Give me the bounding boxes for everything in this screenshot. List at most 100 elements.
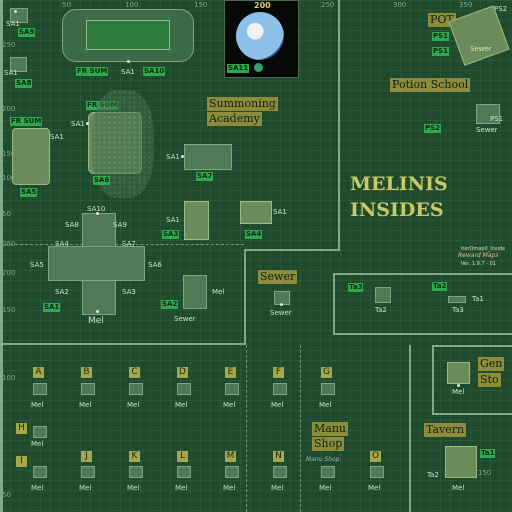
map-title-line2: INSIDES	[350, 199, 444, 221]
axis-tick: 150	[2, 150, 16, 158]
room-f[interactable]	[273, 383, 287, 395]
label-ta2: Ta2	[375, 306, 387, 314]
room-letter-k: K	[129, 451, 140, 462]
label-sewer: Sewer	[476, 126, 498, 134]
tag-ta2[interactable]: Ta2	[432, 282, 448, 291]
tag-ps1[interactable]: PS1	[432, 47, 450, 56]
room-tavern[interactable]	[445, 446, 477, 478]
room-a[interactable]	[33, 383, 47, 395]
tag-sa1[interactable]: SA1	[43, 303, 61, 312]
tag-ta1[interactable]: Ta1	[480, 449, 496, 458]
wall	[244, 249, 246, 345]
room-gen-sto[interactable]	[447, 362, 470, 384]
label-mel: Mel	[127, 401, 140, 409]
room-letter-g: G	[321, 367, 332, 378]
waypoint	[14, 10, 17, 13]
label-mel: Mel	[319, 401, 332, 409]
tag-ps2[interactable]: PS2	[424, 124, 442, 133]
hill	[92, 90, 154, 198]
dashed-line	[246, 345, 247, 512]
wall	[333, 273, 512, 275]
wall	[432, 345, 512, 347]
tag-ps1[interactable]: PS1	[432, 32, 450, 41]
dashed-line	[300, 345, 301, 512]
room-k[interactable]	[129, 466, 143, 478]
tag-sa2[interactable]: SA2	[161, 300, 179, 309]
tag-sa7[interactable]: SA7	[196, 172, 214, 181]
label-sa9: SA9	[113, 221, 127, 229]
room-o[interactable]	[370, 466, 384, 478]
waypoint	[96, 212, 99, 215]
label-mel: Mel	[175, 401, 188, 409]
room-letter-m: M	[225, 451, 236, 462]
tag-sa9[interactable]: SA9	[18, 28, 36, 37]
label-sa1: SA1	[6, 20, 20, 28]
label-ps2: PS2	[494, 5, 508, 13]
tag-sa4[interactable]: SA4	[245, 230, 263, 239]
room-letter-a: A	[33, 367, 44, 378]
axis-tick: 350	[459, 1, 473, 9]
label-mel: Mel	[452, 484, 465, 492]
tag-sa6[interactable]: SA6	[93, 176, 111, 185]
label-sa6: SA6	[148, 261, 162, 269]
label-mel: Mel	[127, 484, 140, 492]
tag-sa8[interactable]: SA8	[15, 79, 33, 88]
room-letter-c: C	[129, 367, 140, 378]
room-sa2[interactable]	[183, 275, 207, 309]
room-h[interactable]	[33, 426, 47, 438]
room-e[interactable]	[225, 383, 239, 395]
room-letter-e: E	[225, 367, 236, 378]
room-sa8[interactable]	[10, 57, 27, 72]
room-sa4[interactable]	[240, 201, 272, 224]
axis-tick: 50	[62, 1, 71, 9]
title-sewer: Sewer	[258, 270, 298, 284]
room-m[interactable]	[225, 466, 239, 478]
room-potion[interactable]	[476, 104, 500, 124]
room-letter-o: O	[370, 451, 381, 462]
label-sa1: Mel	[212, 288, 225, 296]
tag-sa5[interactable]: SA5	[20, 188, 38, 197]
room-n[interactable]	[273, 466, 287, 478]
room-sa3[interactable]	[184, 201, 209, 240]
label-ta3: Ta3	[452, 306, 464, 314]
room-ta3[interactable]	[448, 296, 466, 303]
room-c[interactable]	[129, 383, 143, 395]
room-l[interactable]	[177, 466, 191, 478]
tag-sa11[interactable]: SA11	[227, 64, 250, 73]
label-mel: Mel	[88, 316, 104, 326]
tag-sa3[interactable]: SA3	[162, 230, 180, 239]
label-sa1: SA1	[50, 133, 64, 141]
cross-horizontal[interactable]	[48, 246, 145, 281]
room-sa7[interactable]	[184, 144, 232, 170]
axis-tick: 150	[478, 469, 492, 477]
tag-sa10[interactable]: SA10	[143, 67, 166, 76]
axis-tick: 200	[2, 269, 16, 277]
room-i[interactable]	[33, 466, 47, 478]
tag-fr-sum[interactable]: FR SUM	[76, 67, 109, 76]
label-sa10: SA10	[87, 205, 106, 213]
room-d[interactable]	[177, 383, 191, 395]
watermark-line2: Ver. 1.9.7 - 01	[461, 261, 496, 267]
tag-fr-sum[interactable]: FR SUM	[10, 117, 43, 126]
title-tavern: Tavern	[424, 423, 467, 437]
label-sa1: SA1	[71, 120, 85, 128]
potion-garden[interactable]	[448, 5, 510, 66]
wall	[409, 345, 411, 512]
title-manu: Manu	[312, 422, 348, 436]
room-j[interactable]	[81, 466, 95, 478]
tag-ta3[interactable]: Ta3	[348, 283, 364, 292]
label-mel: Mel	[31, 401, 44, 409]
room-ta2[interactable]	[375, 287, 391, 303]
room-letter-h: H	[16, 423, 27, 434]
dashed-line	[0, 244, 244, 245]
label-sa2: SA2	[55, 288, 69, 296]
room-b[interactable]	[81, 383, 95, 395]
title-potion-school: Potion School	[390, 78, 471, 92]
room-manu[interactable]	[321, 466, 335, 478]
room-g[interactable]	[321, 383, 335, 395]
compass-icon[interactable]	[254, 63, 263, 72]
field-sa5[interactable]	[12, 128, 50, 185]
label-ta2: Ta2	[427, 471, 439, 479]
title-shop: Shop	[312, 437, 345, 451]
